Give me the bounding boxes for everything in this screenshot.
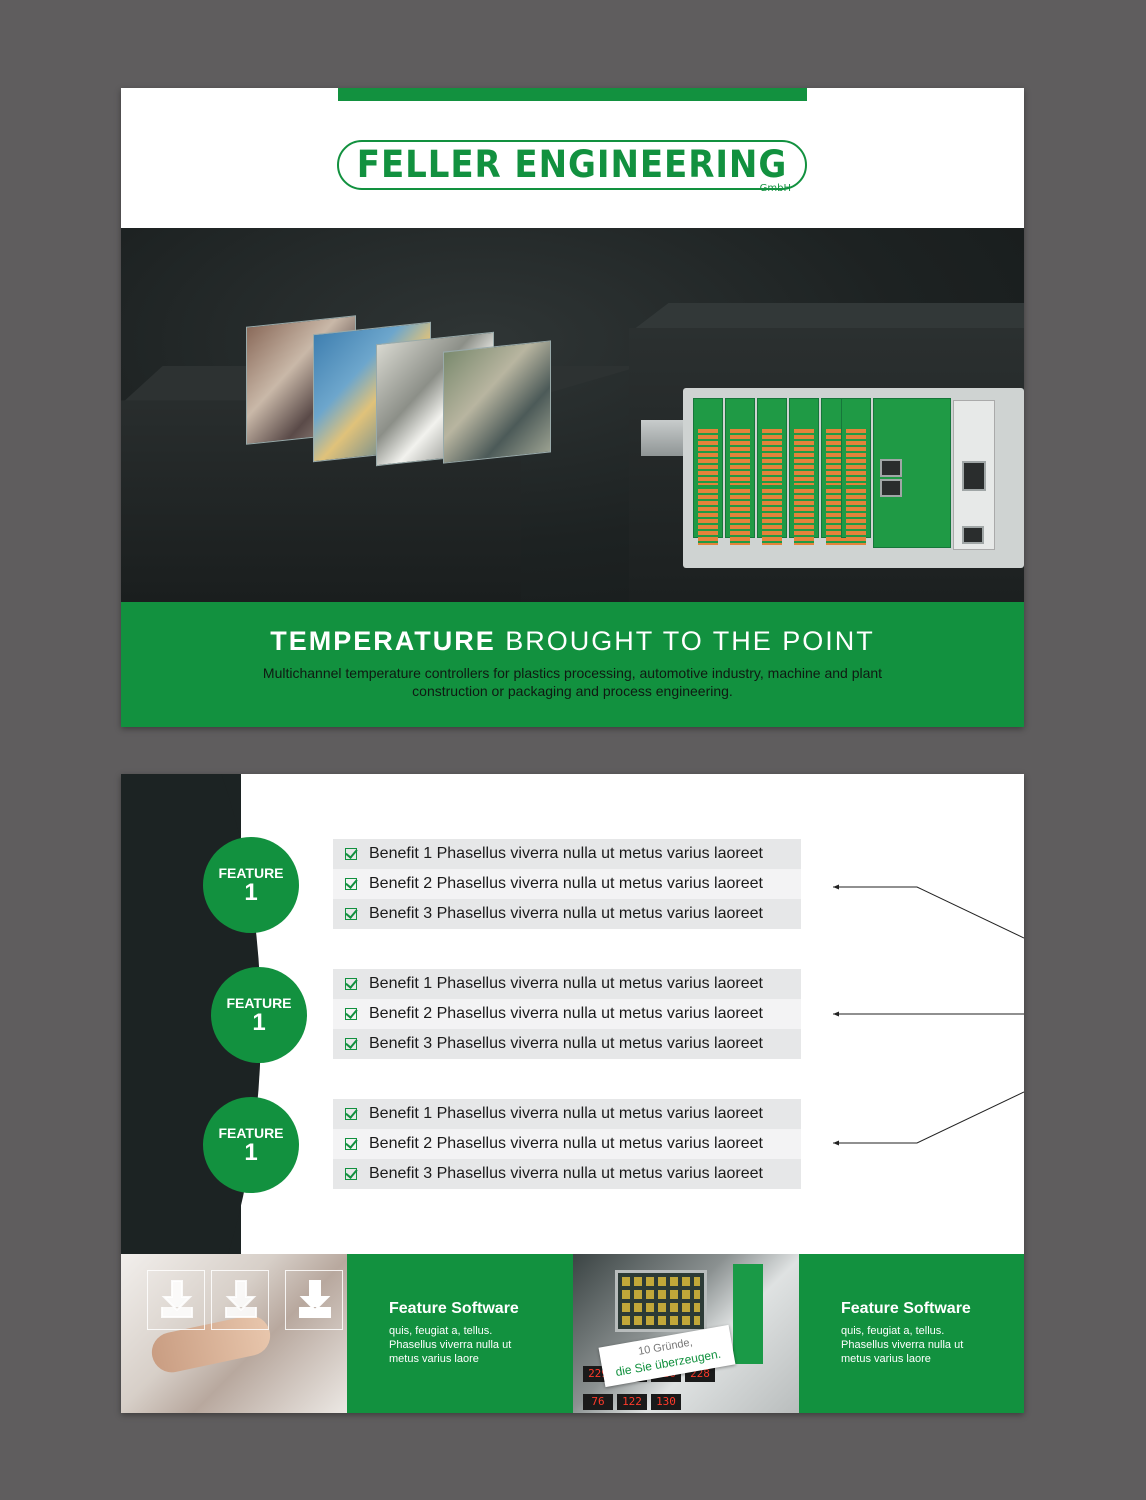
panel-green-stripe (733, 1264, 763, 1364)
serial-port (962, 461, 986, 491)
company-logo: FELLER ENGINEERING GmbH (337, 140, 807, 198)
temperature-display: 76 (583, 1394, 613, 1410)
io-module (953, 400, 995, 550)
connector-lines (833, 884, 1024, 1146)
benefit-item: Benefit 2 Phasellus viverra nulla ut met… (333, 869, 801, 899)
benefit-text: Benefit 2 Phasellus viverra nulla ut met… (369, 1135, 763, 1152)
feature-badge: FEATURE 1 (211, 967, 307, 1063)
benefit-item: Benefit 1 Phasellus viverra nulla ut met… (333, 969, 801, 999)
industry-photo-4 (443, 340, 551, 464)
temperature-display: 130 (651, 1394, 681, 1410)
arrow-icon (833, 884, 839, 890)
check-icon (345, 908, 357, 920)
controller-module (725, 398, 755, 545)
tagline-bold: TEMPERATURE (270, 626, 496, 656)
check-icon (345, 878, 357, 890)
download-tile[interactable] (147, 1270, 205, 1330)
ethernet-port (880, 459, 902, 477)
benefit-text: Benefit 2 Phasellus viverra nulla ut met… (369, 875, 763, 892)
ethernet-port (962, 526, 984, 544)
software-card[interactable]: Feature Software quis, feugiat a, tellus… (799, 1254, 1024, 1413)
hero-image (121, 228, 1024, 602)
tagline-subtitle: Multichannel temperature controllers for… (262, 665, 883, 699)
benefit-item: Benefit 1 Phasellus viverra nulla ut met… (333, 839, 801, 869)
temperature-display: 122 (617, 1394, 647, 1410)
feature-label: FEATURE (218, 1125, 284, 1141)
cpu-module (873, 398, 951, 548)
download-photo (121, 1254, 347, 1413)
benefit-item: Benefit 3 Phasellus viverra nulla ut met… (333, 1029, 801, 1059)
features-page: FEATURE 1 Benefit 1 Phasellus viverra nu… (121, 774, 1024, 1413)
check-icon (345, 1038, 357, 1050)
download-icon (225, 1280, 257, 1318)
controller-module (841, 398, 871, 545)
software-card-title: Feature Software (841, 1300, 971, 1317)
download-icon (299, 1280, 331, 1318)
logo-suffix: GmbH (759, 183, 791, 194)
logo-wordmark: FELLER ENGINEERING (356, 143, 788, 186)
check-icon (345, 1168, 357, 1180)
check-icon (345, 848, 357, 860)
download-tile[interactable] (285, 1270, 343, 1330)
benefit-list: Benefit 1 Phasellus viverra nulla ut met… (333, 969, 801, 1059)
feature-number: 1 (244, 1139, 258, 1166)
benefit-item: Benefit 2 Phasellus viverra nulla ut met… (333, 1129, 801, 1159)
benefit-text: Benefit 1 Phasellus viverra nulla ut met… (369, 845, 763, 862)
feature-number: 1 (244, 879, 258, 906)
arrow-icon (833, 1011, 839, 1017)
benefit-text: Benefit 2 Phasellus viverra nulla ut met… (369, 1005, 763, 1022)
controller-panel-photo: 229 229 226 228 76 122 130 10 Gründe, di… (573, 1254, 799, 1413)
check-icon (345, 1008, 357, 1020)
benefit-item: Benefit 2 Phasellus viverra nulla ut met… (333, 999, 801, 1029)
feature-badge: FEATURE 1 (203, 1097, 299, 1193)
logo-outline (337, 140, 807, 190)
tagline-title: TEMPERATURE BROUGHT TO THE POINT (121, 626, 1024, 657)
software-card-text: quis, feugiat a, tellus. Phasellus viver… (389, 1325, 512, 1365)
benefit-text: Benefit 3 Phasellus viverra nulla ut met… (369, 1035, 763, 1052)
benefit-item: Benefit 1 Phasellus viverra nulla ut met… (333, 1099, 801, 1129)
software-card-title: Feature Software (389, 1300, 519, 1317)
controller-module (757, 398, 787, 545)
cover-page: FELLER ENGINEERING GmbH TEMPERATURE (121, 88, 1024, 727)
benefit-text: Benefit 1 Phasellus viverra nulla ut met… (369, 1105, 763, 1122)
feature-badge: FEATURE 1 (203, 837, 299, 933)
check-icon (345, 1138, 357, 1150)
download-icon (161, 1280, 193, 1318)
benefit-item: Benefit 3 Phasellus viverra nulla ut met… (333, 899, 801, 929)
panel-screen (615, 1270, 707, 1332)
feature-label: FEATURE (226, 995, 292, 1011)
bottom-strip: Feature Software quis, feugiat a, tellus… (121, 1254, 1024, 1413)
download-tile[interactable] (211, 1270, 269, 1330)
check-icon (345, 1108, 357, 1120)
feature-number: 1 (252, 1009, 266, 1036)
benefit-list: Benefit 1 Phasellus viverra nulla ut met… (333, 839, 801, 929)
benefit-text: Benefit 3 Phasellus viverra nulla ut met… (369, 1165, 763, 1182)
benefit-text: Benefit 3 Phasellus viverra nulla ut met… (369, 905, 763, 922)
tagline-banner: TEMPERATURE BROUGHT TO THE POINT Multich… (121, 602, 1024, 727)
check-icon (345, 978, 357, 990)
controller-module (693, 398, 723, 545)
top-accent-bar (338, 88, 807, 101)
ethernet-port (880, 479, 902, 497)
benefit-text: Benefit 1 Phasellus viverra nulla ut met… (369, 975, 763, 992)
feature-label: FEATURE (218, 865, 284, 881)
connector-line (833, 1091, 1024, 1144)
arrow-icon (833, 1140, 839, 1146)
software-card[interactable]: Feature Software quis, feugiat a, tellus… (347, 1254, 573, 1413)
connector-line (833, 886, 1024, 939)
benefit-list: Benefit 1 Phasellus viverra nulla ut met… (333, 1099, 801, 1189)
benefit-item: Benefit 3 Phasellus viverra nulla ut met… (333, 1159, 801, 1189)
controller-module (789, 398, 819, 545)
tagline-light: BROUGHT TO THE POINT (505, 626, 875, 656)
software-card-text: quis, feugiat a, tellus. Phasellus viver… (841, 1325, 964, 1365)
